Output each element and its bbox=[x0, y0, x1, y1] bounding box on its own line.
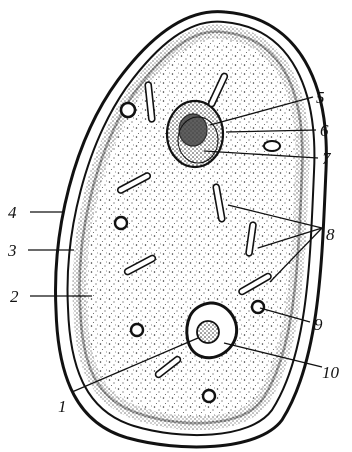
granule bbox=[252, 301, 264, 313]
granule bbox=[203, 390, 215, 402]
label-3: 3 bbox=[7, 241, 17, 260]
granule bbox=[121, 103, 135, 117]
granule bbox=[131, 324, 143, 336]
label-6: 6 bbox=[320, 121, 329, 140]
label-1-bottom: 1 bbox=[58, 397, 67, 416]
label-9: 9 bbox=[314, 315, 323, 334]
label-4: 4 bbox=[8, 203, 17, 222]
label-8: 8 bbox=[326, 225, 335, 244]
label-7: 7 bbox=[322, 149, 332, 168]
nucleolus bbox=[179, 114, 207, 146]
label-2: 2 bbox=[10, 287, 19, 306]
granule bbox=[115, 217, 127, 229]
label-10: 10 bbox=[322, 363, 340, 382]
lower-vacuole-body bbox=[197, 321, 219, 343]
label-5: 5 bbox=[316, 88, 325, 107]
small-vacuole bbox=[264, 141, 280, 151]
